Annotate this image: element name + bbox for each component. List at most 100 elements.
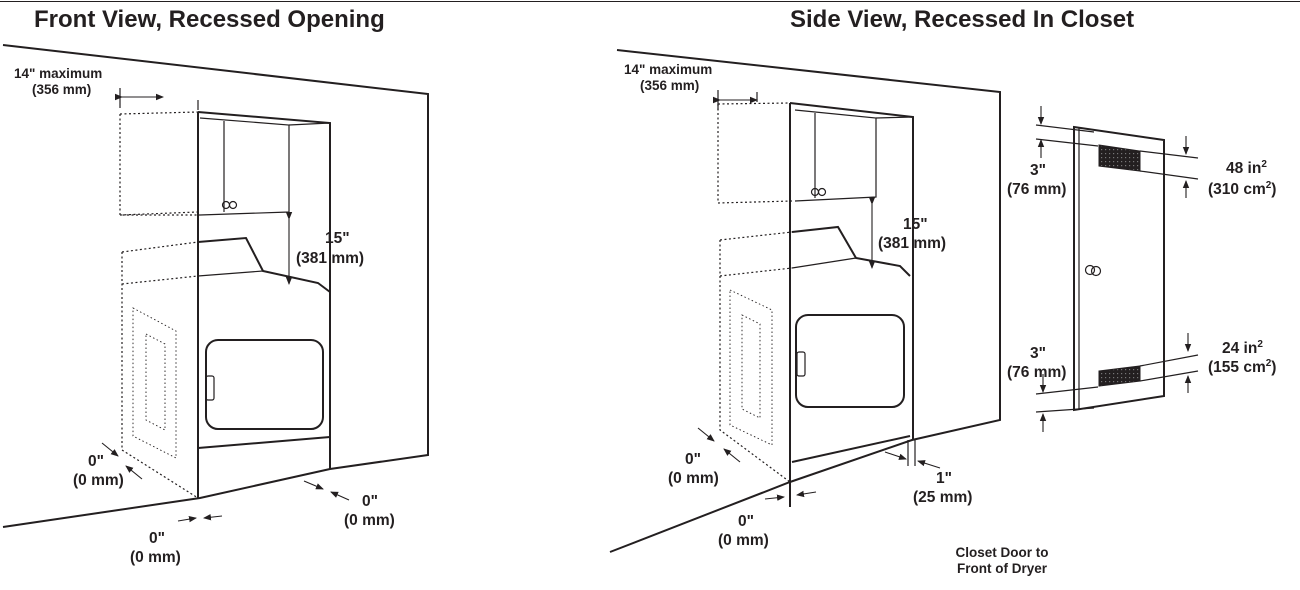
- front-view-title: Front View, Recessed Opening: [34, 6, 385, 33]
- front-cabinet-side-dotted: [119, 114, 200, 216]
- front-view-drawing: 14" maximum (356 mm) 15" (381 mm) 0" (0 …: [2, 44, 429, 566]
- door-bottom-vent-metric: (155 cm: [1208, 359, 1266, 376]
- front-cabinet: [199, 117, 290, 216]
- side-left-clearance-metric: (0 mm): [668, 470, 719, 487]
- side-dryer-side-inner-panel: [741, 314, 761, 419]
- side-left-clearance-arrow-b: [723, 448, 741, 463]
- side-bottom-clearance-metric: (0 mm): [718, 532, 769, 549]
- front-dryer-side-panel: [132, 307, 177, 459]
- door-top-vent-lower-ext: [1139, 170, 1199, 180]
- front-cabinet-top-dotted: [119, 111, 199, 115]
- front-right-clearance-metric: (0 mm): [344, 512, 395, 529]
- side-recess-right-edge: [789, 102, 914, 440]
- door-top-vent-upper-ext: [1139, 150, 1199, 159]
- front-dryer-top-edge: [197, 270, 264, 277]
- door-knob-icon: [1084, 264, 1102, 277]
- door-bottom-vent: [1098, 365, 1141, 387]
- door-bottom-offset-label: 3": [1030, 345, 1046, 362]
- front-max-width-metric: (356 mm): [32, 82, 91, 97]
- side-top-clearance-label: 15": [903, 216, 928, 233]
- front-left-clearance-arrow-a: [101, 442, 119, 457]
- front-left-clearance-label: 0": [88, 453, 104, 470]
- door-bottom-ext-line: [1035, 407, 1095, 413]
- side-dryer-top-edge: [791, 257, 857, 269]
- front-bottom-clearance-arrow-a: [177, 515, 197, 523]
- side-top-clearance-metric: (381 mm): [878, 235, 946, 252]
- front-dryer-side-inner-panel: [145, 333, 166, 431]
- front-console-top-dotted: [121, 241, 199, 253]
- door-top-vent-metric: (310 cm: [1208, 181, 1266, 198]
- door-bottom-vent-area: 24 in: [1222, 340, 1257, 357]
- front-dryer-handle: [205, 375, 215, 401]
- front-bottom-clearance-label: 0": [149, 530, 165, 547]
- door-caption-line1: Closet Door to: [956, 545, 1049, 560]
- door-bottom-vent-lower-ext: [1139, 370, 1199, 382]
- door-top-vent-metric-close: ): [1271, 181, 1276, 198]
- front-right-clearance-arrow-b: [330, 491, 350, 501]
- side-wall-outline: [609, 49, 1001, 553]
- side-bottom-clearance-arrow-b: [796, 490, 817, 498]
- door-bottom-offset-metric: (76 mm): [1007, 364, 1066, 381]
- door-bottom-vent-area-sup: 2: [1257, 339, 1263, 350]
- side-dryer-side-top-dotted: [719, 267, 793, 277]
- side-max-width-metric: (356 mm): [640, 78, 699, 93]
- side-front-gap-arrow-a: [884, 451, 907, 460]
- door-top-vent-ext-line: [1035, 138, 1099, 147]
- door-bottom-vent-upper-ext: [1139, 354, 1199, 367]
- door-bottom-vent-area-label: 24 in2: [1222, 339, 1263, 357]
- front-dryer-side-dotted: [121, 252, 199, 499]
- door-top-offset-metric: (76 mm): [1007, 181, 1066, 198]
- front-cabinet-knobs: [221, 200, 238, 210]
- door-top-offset-label: 3": [1030, 162, 1046, 179]
- front-dryer-side-top-dotted: [121, 275, 199, 285]
- front-right-clearance-label: 0": [362, 493, 378, 510]
- front-left-clearance-metric: (0 mm): [73, 472, 124, 489]
- side-max-width-label: 14" maximum: [624, 62, 712, 77]
- front-dryer-base: [197, 436, 331, 449]
- closet-door-outline: [1073, 125, 1165, 412]
- front-wall-outline: [2, 44, 429, 528]
- side-cabinet-top-dotted: [717, 102, 791, 105]
- side-cabinet-side-dotted: [717, 104, 793, 204]
- side-dryer-handle: [796, 351, 806, 377]
- door-top-vent-area: 48 in: [1226, 160, 1261, 177]
- front-recess-right-edge: [197, 111, 331, 469]
- front-right-clearance-arrow-a: [303, 480, 324, 490]
- front-cabinet-top-return: [288, 122, 331, 126]
- front-top-clearance-metric: (381 mm): [296, 250, 364, 267]
- front-bottom-clearance-arrow-b: [203, 514, 223, 521]
- closet-door-drawing: 3" (76 mm) 3" (76 mm) 48 in2 (310 cm2) 2…: [1007, 106, 1276, 432]
- front-bottom-clearance-metric: (0 mm): [130, 549, 181, 566]
- front-top-clearance-label: 15": [325, 230, 350, 247]
- front-left-clearance-arrow-b: [125, 465, 143, 480]
- side-left-clearance-label: 0": [685, 451, 701, 468]
- top-border-rule: [0, 1, 1300, 2]
- door-bottom-vent-metric-label: (155 cm2): [1208, 358, 1276, 376]
- side-view-title: Side View, Recessed In Closet: [790, 6, 1135, 33]
- side-front-gap-label: 1": [936, 470, 952, 487]
- side-console-top-dotted: [719, 231, 793, 241]
- door-top-vent-area-label: 48 in2: [1226, 159, 1267, 177]
- side-dryer-door: [795, 314, 905, 408]
- side-dryer-base: [791, 435, 911, 463]
- side-cabinet-knobs: [810, 187, 827, 197]
- door-bottom-vent-ext-line: [1035, 386, 1099, 395]
- door-top-ext-line: [1035, 124, 1095, 133]
- side-bottom-clearance-arrow-a: [764, 494, 785, 501]
- door-bottom-vent-metric-sup: 2: [1266, 358, 1272, 369]
- front-max-width-label: 14" maximum: [14, 66, 102, 81]
- door-caption-line2: Front of Dryer: [957, 561, 1048, 576]
- side-dryer-side-dotted: [719, 240, 791, 483]
- front-dryer-door: [205, 339, 324, 430]
- door-bottom-vent-metric-close: ): [1271, 359, 1276, 376]
- door-top-vent: [1098, 144, 1141, 172]
- side-left-clearance-arrow-a: [697, 427, 715, 442]
- side-dryer-side-panel: [729, 289, 773, 446]
- side-front-gap-metric: (25 mm): [913, 489, 972, 506]
- side-bottom-clearance-label: 0": [738, 513, 754, 530]
- door-top-vent-metric-sup: 2: [1266, 180, 1272, 191]
- side-view-drawing: 14" maximum (356 mm) 15" (381 mm) 0" (0 …: [609, 49, 1049, 576]
- door-top-vent-metric-label: (310 cm2): [1208, 180, 1276, 198]
- side-cabinet: [794, 109, 877, 202]
